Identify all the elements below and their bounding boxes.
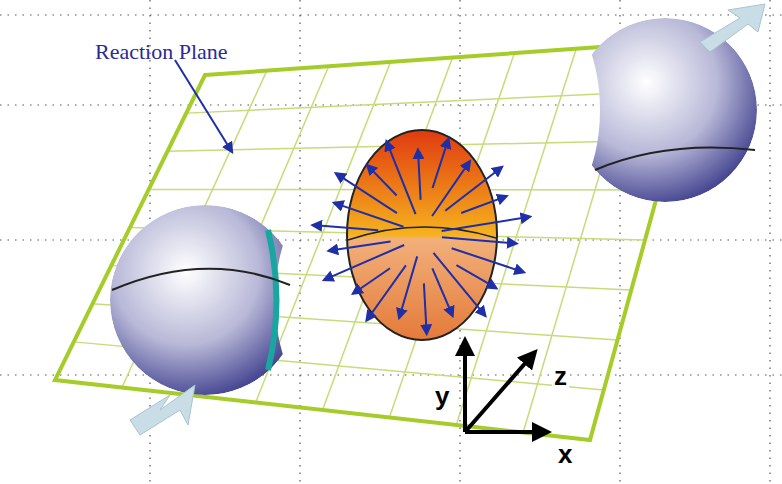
flow-arrow [432,268,452,316]
flow-arrow [442,237,517,243]
guide-dots [0,374,782,375]
axis-label: x [556,440,574,469]
flow-arrow [387,141,416,214]
flow-arrow [442,217,530,231]
flow-arrow [461,196,506,213]
flow-arrow [353,268,390,293]
flow-arrow [329,241,391,250]
flow-arrow [432,161,470,216]
flow-arrow [434,253,486,316]
flow-arrow [336,173,397,213]
flow-arrow [399,256,417,318]
guide-dots [299,0,300,484]
flow-arrow [313,225,379,230]
axis-label: y [433,382,451,411]
flow-arrow [367,165,396,195]
axis-label: z [552,362,569,391]
flow-arrow [418,150,421,200]
flow-arrow [456,265,496,288]
flow-arrow [433,139,449,188]
flow-arrow [424,283,427,334]
plane-label: Reaction Plane [95,40,228,64]
guide-dots [0,14,782,15]
guide-dots [769,0,770,484]
flow-arrow [445,167,502,211]
flow-arrow [367,265,406,320]
flow-arrow [334,203,403,227]
